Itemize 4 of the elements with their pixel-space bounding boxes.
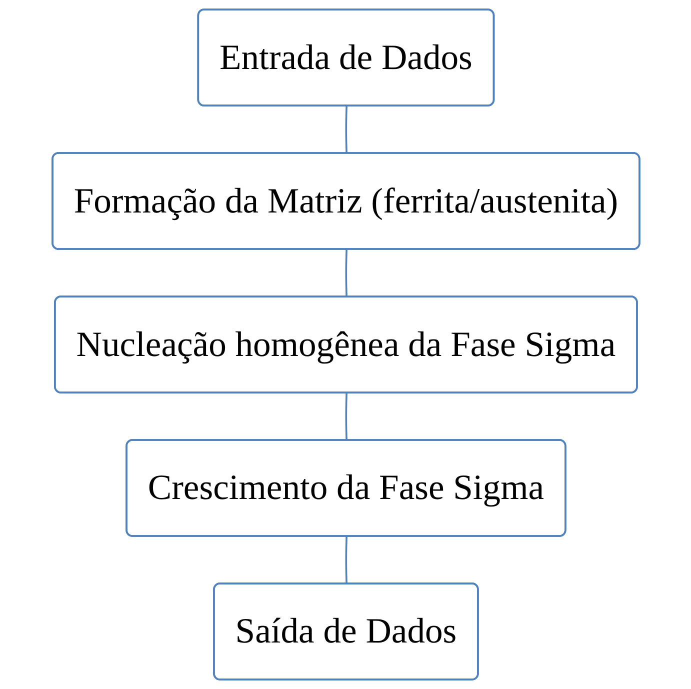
connector — [344, 250, 347, 298]
connector — [344, 536, 347, 584]
connector — [344, 106, 347, 154]
connector — [344, 393, 347, 441]
